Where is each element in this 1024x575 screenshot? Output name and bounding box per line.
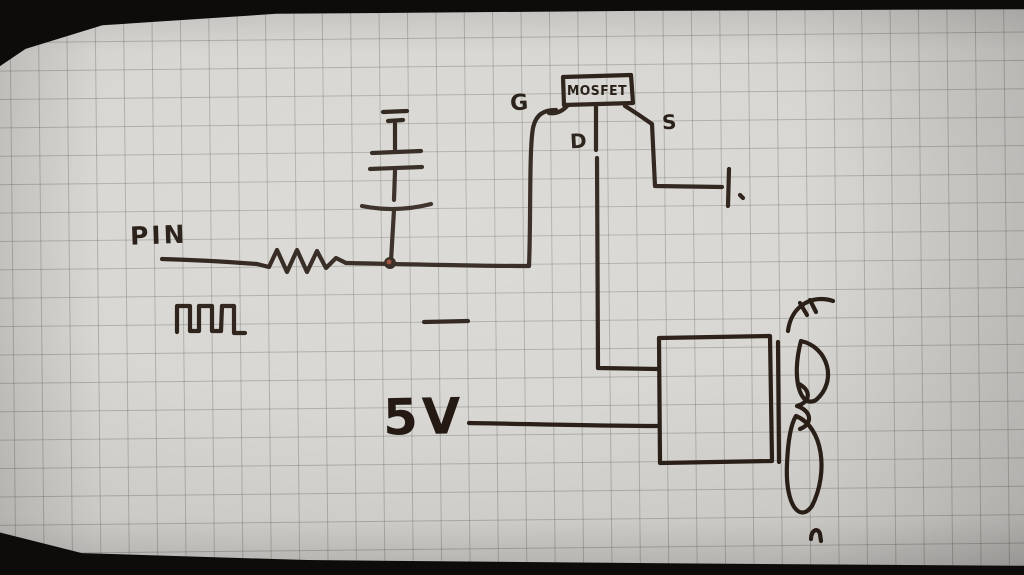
motor-shaft-line [775,339,782,465]
capacitor-plate-1 [369,148,424,156]
motor-box [656,333,775,466]
capacitor-plate-2 [367,164,425,172]
junction-glint [386,259,392,265]
mosfet-source-pin [622,103,725,190]
wire-5v-supply [466,420,661,429]
wire-resistor-to-gate [343,260,532,269]
supply-5v-label: 5V [383,387,465,446]
fan-blade-bottom [784,413,824,515]
drain-label: D [569,129,587,154]
capacitor-lead-bottom [388,207,397,264]
source-label: S [661,110,677,135]
pin-label: PIN [130,220,189,251]
resistor-symbol [254,247,349,275]
gate-label: G [509,90,529,116]
fan-blade-top [794,338,831,404]
ground-symbol-source [725,166,746,209]
capacitor-lead-mid [391,168,398,203]
capacitor-plate-3 [359,201,434,212]
pwm-waveform [174,303,248,336]
wire-gate-riser [526,107,559,269]
mosfet-body [560,72,636,108]
mosfet-gate-pin [546,102,571,116]
squiggle-mark [808,528,824,544]
mosfet-drain-pin [593,102,661,372]
mosfet-label: MOSFET [567,84,627,99]
ground-symbol-top [380,108,410,124]
dash-mark [421,318,471,325]
fan-tick-marks [797,297,819,318]
fan-arc-top [785,296,836,334]
wire-pin-input [159,256,260,267]
